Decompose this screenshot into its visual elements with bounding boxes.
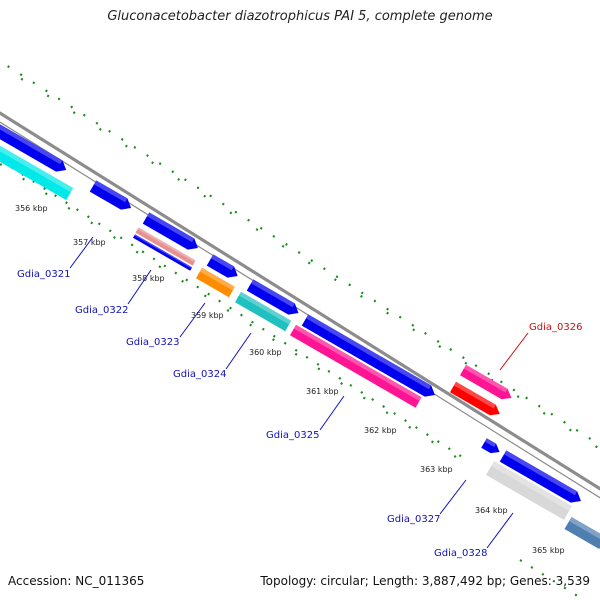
gene-label: Gdia_0322: [75, 305, 128, 316]
feature-orange-body: [196, 267, 235, 298]
feature-grey-highlight: [491, 461, 572, 511]
cds-arrow-highlight: [503, 450, 578, 496]
cds-arrow-highlight: [250, 279, 295, 308]
cds-arrow: [0, 124, 67, 172]
dotted-ring: [0, 59, 600, 446]
cds-arrow-body: [246, 279, 299, 315]
cds-arrow: [481, 438, 500, 454]
feature-cyan-body: [0, 145, 74, 201]
backbone-line-outer: [0, 111, 600, 491]
feature-grey-body: [486, 461, 572, 520]
gene-leader-line: [319, 395, 345, 431]
cds-arrow: [246, 279, 299, 315]
feature-pink-highlight: [293, 324, 422, 401]
map-title: Gluconacetobacter diazotrophicus PAI 5, …: [107, 9, 493, 24]
kbp-tick-label: 362 kbp: [364, 426, 397, 435]
cds-arrow-body: [206, 254, 238, 278]
dotted-ring: [0, 63, 600, 450]
dotted-ring: [0, 163, 471, 467]
accession-text: Accession: NC_011365: [8, 574, 145, 588]
gene-leader-line: [225, 332, 252, 370]
gene-label: Gdia_0328: [434, 548, 487, 559]
kbp-tick-label: 361 kbp: [306, 387, 339, 396]
feature-teal: [235, 291, 292, 332]
kbp-tick-label: 363 kbp: [420, 465, 453, 474]
feature-red-outer-body: [450, 381, 500, 416]
feature-steel-body: [564, 516, 600, 550]
kbp-tick-label: 358 kbp: [132, 274, 165, 283]
cds-arrow-highlight: [210, 254, 235, 271]
kbp-tick-label: 365 kbp: [532, 546, 565, 555]
feature-salmon-body: [135, 227, 196, 266]
feature-pink-outer-highlight: [463, 364, 508, 393]
cds-arrow-body: [481, 438, 500, 454]
feature-pink-outer: [460, 364, 512, 400]
gene-label: Gdia_0326: [529, 322, 582, 333]
feature-pink-body: [290, 324, 422, 408]
feature-steel: [564, 516, 600, 550]
feature-red-outer-highlight: [453, 381, 496, 409]
gene-leader-line: [179, 302, 206, 338]
feature-pink-outer-body: [460, 364, 512, 400]
kbp-tick-label: 359 kbp: [191, 311, 224, 320]
feature-cyan-highlight: [0, 145, 74, 193]
feature-teal-highlight: [238, 291, 292, 325]
cds-arrow-highlight: [146, 212, 195, 243]
feature-blue-thin-body: [133, 234, 193, 271]
gene-label: Gdia_0327: [387, 514, 440, 525]
cds-arrow: [142, 212, 198, 250]
feature-cyan: [0, 145, 74, 201]
feature-orange: [196, 267, 235, 298]
feature-steel-highlight: [569, 516, 600, 540]
feature-salmon-highlight: [137, 227, 196, 263]
gene-label: Gdia_0324: [173, 369, 226, 380]
feature-red-outer: [450, 381, 500, 416]
cds-arrow-highlight: [93, 180, 128, 203]
gene-leader-line: [499, 332, 529, 371]
cds-arrow-body: [142, 212, 198, 250]
gene-leader-line: [486, 512, 514, 549]
cds-arrow: [206, 254, 238, 278]
feature-blue-thin-highlight: [134, 234, 193, 269]
gene-label: Gdia_0323: [126, 337, 179, 348]
feature-orange-highlight: [199, 267, 235, 291]
feature-pink: [290, 324, 422, 408]
gene-leader-line: [127, 269, 152, 305]
kbp-tick-label: 356 kbp: [15, 204, 48, 213]
gene-label: Gdia_0321: [17, 269, 70, 280]
feature-blue-thin: [133, 234, 193, 271]
cds-arrow-body: [0, 124, 67, 172]
feature-arrows: [0, 124, 600, 550]
cds-arrow: [499, 450, 581, 503]
cds-arrow-highlight: [305, 314, 432, 390]
cds-arrow-body: [89, 180, 132, 210]
gene-leader-line: [439, 479, 467, 515]
cds-arrow: [301, 314, 435, 397]
feature-salmon: [135, 227, 196, 266]
gene-label: Gdia_0325: [266, 430, 319, 441]
cds-arrow-body: [301, 314, 435, 397]
cds-arrow-highlight: [484, 438, 497, 447]
cds-arrow-highlight: [0, 124, 63, 165]
gene-leader-line: [69, 236, 94, 269]
feature-teal-body: [235, 291, 292, 332]
gene-callouts: Gdia_0321Gdia_0322Gdia_0323Gdia_0324Gdia…: [17, 236, 582, 559]
summary-text: Topology: circular; Length: 3,887,492 bp…: [260, 574, 590, 588]
kbp-tick-label: 360 kbp: [249, 348, 282, 357]
feature-grey: [486, 461, 572, 520]
dotted-ring: [0, 159, 471, 463]
cds-arrow-body: [499, 450, 581, 503]
kbp-tick-label: 364 kbp: [475, 506, 508, 515]
cds-arrow: [89, 180, 132, 210]
